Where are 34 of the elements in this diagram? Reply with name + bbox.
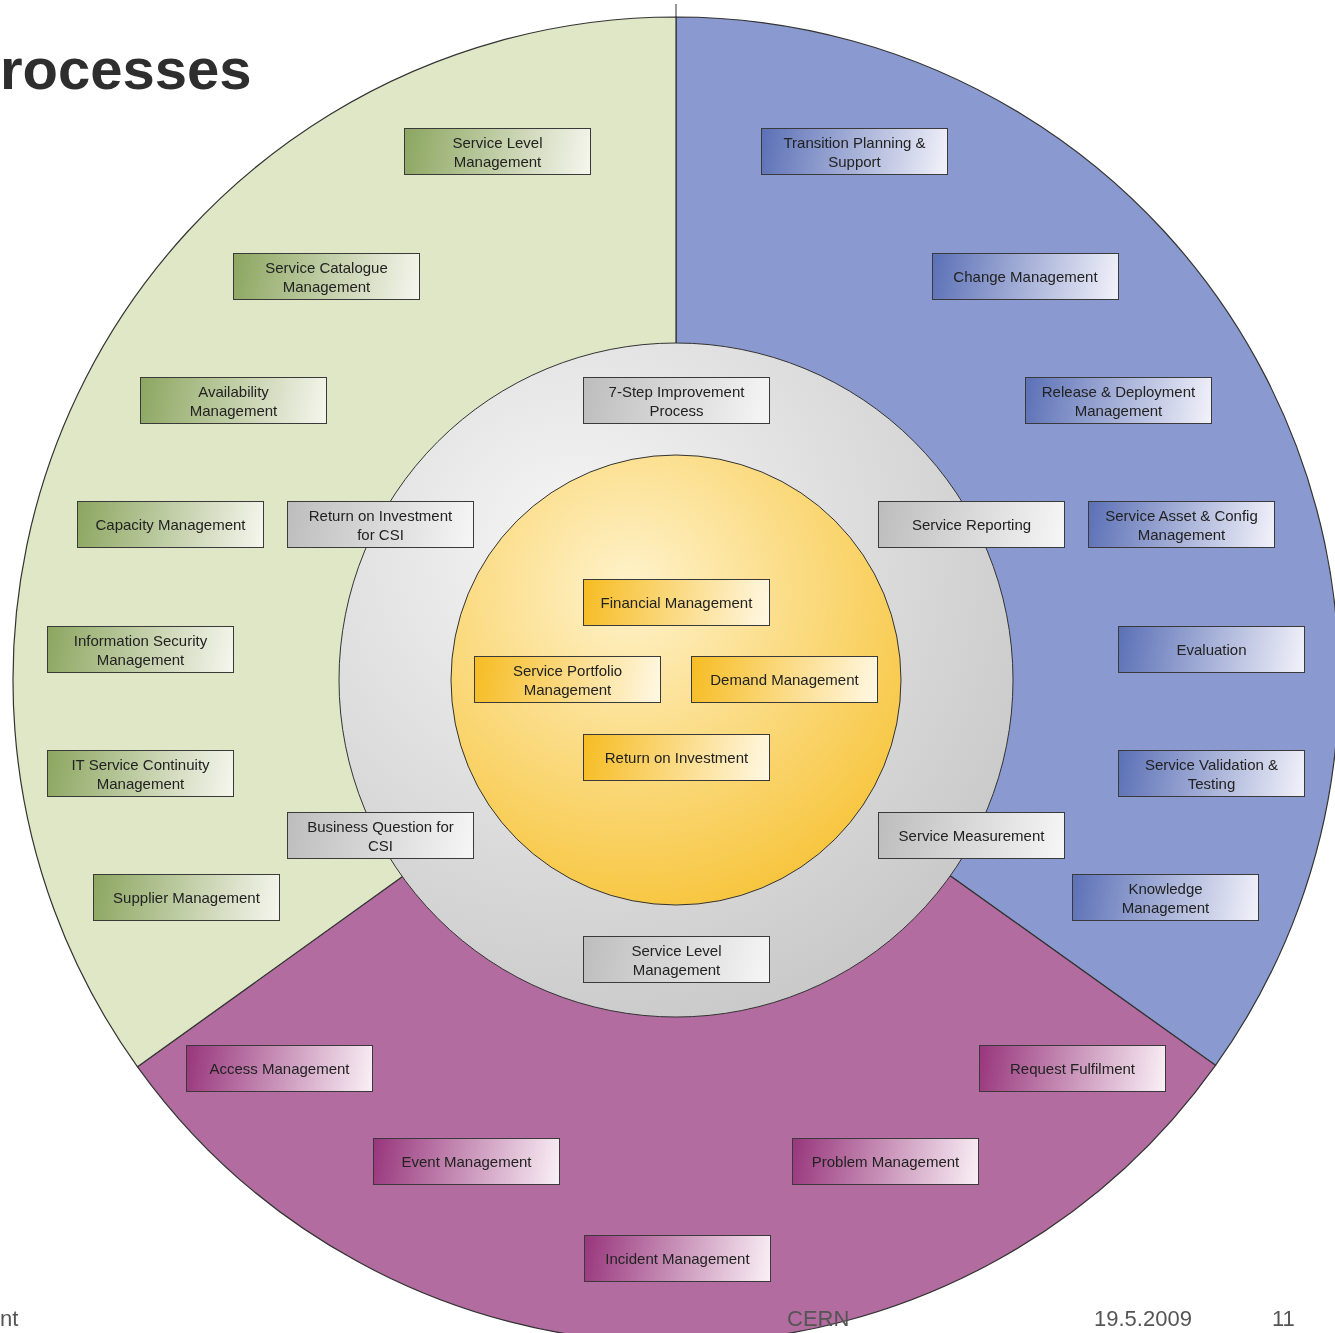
process-box: Business Question for CSI	[287, 812, 474, 859]
process-box: Problem Management	[792, 1138, 979, 1185]
process-box: Service Level Management	[404, 128, 591, 175]
process-box: Financial Management	[583, 579, 770, 626]
process-box: Demand Management	[691, 656, 878, 703]
process-box: Service Catalogue Management	[233, 253, 420, 300]
process-box: IT Service Continuity Management	[47, 750, 234, 797]
process-box: Change Management	[932, 253, 1119, 300]
footer-date: 19.5.2009	[1094, 1306, 1192, 1332]
process-box: Incident Management	[584, 1235, 771, 1282]
process-box: Supplier Management	[93, 874, 280, 921]
process-box: Return on Investment	[583, 734, 770, 781]
process-box: Service Level Management	[583, 936, 770, 983]
process-box: Knowledge Management	[1072, 874, 1259, 921]
process-box: Service Validation & Testing	[1118, 750, 1305, 797]
process-box: Release & Deployment Management	[1025, 377, 1212, 424]
process-box: Transition Planning & Support	[761, 128, 948, 175]
process-box: Service Measurement	[878, 812, 1065, 859]
process-box: Capacity Management	[77, 501, 264, 548]
process-box: Evaluation	[1118, 626, 1305, 673]
process-box: Return on Investment for CSI	[287, 501, 474, 548]
process-box: Service Portfolio Management	[474, 656, 661, 703]
process-box: 7-Step Improvement Process	[583, 377, 770, 424]
process-box: Event Management	[373, 1138, 560, 1185]
slide-title: rocesses	[0, 35, 252, 103]
process-box: Service Reporting	[878, 501, 1065, 548]
process-box: Service Asset & Config Management	[1088, 501, 1275, 548]
process-box: Request Fulfilment	[979, 1045, 1166, 1092]
process-box: Availability Management	[140, 377, 327, 424]
footer-text: nt	[0, 1306, 19, 1332]
footer-text: CERN	[787, 1306, 850, 1332]
process-box: Access Management	[186, 1045, 373, 1092]
process-box: Information Security Management	[47, 626, 234, 673]
page-number: 11	[1272, 1306, 1295, 1332]
